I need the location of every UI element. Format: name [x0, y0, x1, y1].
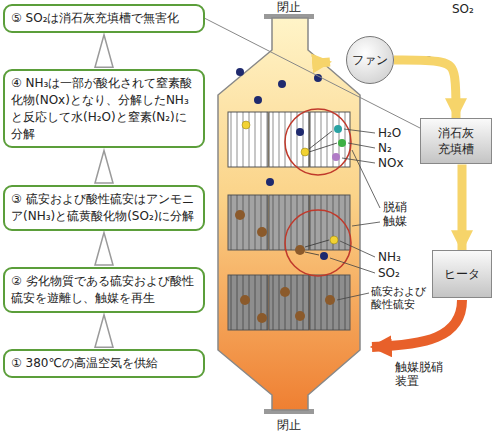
leader-line: [330, 258, 375, 273]
label-text: 硫安および酸性硫安: [371, 285, 429, 311]
label-text: SO₂: [452, 2, 474, 16]
particle: [236, 68, 244, 76]
node-text: ④ NH₃は一部が酸化されて窒素酸化物(NOx)となり、分解したNH₃と反応して…: [11, 75, 197, 142]
heater-box: ヒータ: [432, 250, 492, 298]
particle: [235, 210, 245, 220]
node-text: ファン: [352, 52, 388, 69]
node-text: ヒータ: [444, 266, 480, 282]
lime-tank-box: 消石灰充填槽: [420, 118, 492, 164]
particle: [330, 236, 338, 244]
particle: [266, 178, 274, 186]
particle: [240, 295, 250, 305]
particle: [295, 245, 305, 255]
particle: [334, 125, 342, 133]
leader-line: [337, 293, 369, 300]
label-text: NH₃: [378, 250, 401, 264]
leader-line: [348, 143, 375, 148]
particle: [301, 148, 309, 156]
flow-arrow: [318, 62, 330, 63]
particle: [257, 313, 267, 323]
reactor-vessel: [218, 18, 360, 410]
step-box: ① 380℃の高温空気を供給: [3, 349, 205, 378]
detail-circle: [285, 109, 351, 175]
leader-line: [340, 241, 375, 257]
particle: [338, 139, 346, 147]
particle: [314, 74, 322, 82]
particle: [257, 227, 267, 237]
reactor-vessel: [218, 14, 360, 414]
particle: [242, 121, 250, 129]
particle: [296, 128, 304, 136]
catalyst-layer: [228, 195, 350, 250]
particle: [309, 143, 337, 152]
particle: [235, 68, 346, 323]
node-text: ③ 硫安および酸性硫安はアンモニア(NH₃)と硫黄酸化物(SO₂)に分解: [11, 191, 197, 225]
flow-triangle: [95, 315, 113, 348]
catalyst-layer: [228, 275, 350, 330]
flow-arrow: [394, 60, 456, 118]
particle: [309, 131, 332, 149]
particle: [320, 252, 328, 260]
label-text: H₂O: [378, 126, 401, 140]
label-text: 脱硝触媒: [383, 200, 409, 229]
leader-line: [330, 129, 380, 300]
flow-triangle: [95, 35, 113, 67]
leader-line: [205, 18, 420, 128]
particle: [280, 287, 290, 297]
step-box: ④ NH₃は一部が酸化されて窒素酸化物(NOx)となり、分解したNH₃と反応して…: [3, 69, 205, 148]
particle: [254, 96, 262, 104]
flow-triangle: [95, 150, 113, 183]
detail-circle: [285, 109, 351, 276]
catalyst-layer: [228, 112, 350, 330]
particle: [305, 240, 329, 247]
flow-arrow: [458, 164, 467, 250]
particle: [325, 295, 335, 305]
particle: [278, 80, 286, 88]
fan-circle: ファン: [346, 36, 394, 84]
step-box: ③ 硫安および酸性硫安はアンモニア(NH₃)と硫黄酸化物(SO₂)に分解: [3, 185, 205, 231]
detail-circle: [285, 210, 351, 276]
label-text: 閉止: [277, 418, 301, 432]
node-text: ⑤ SO₂は消石灰充填槽で無害化: [11, 10, 197, 27]
particle: [295, 311, 305, 321]
step-box: ⑤ SO₂は消石灰充填槽で無害化: [3, 4, 205, 33]
leader-line: [342, 158, 375, 163]
step-box: ② 劣化物質である硫安および酸性硫安を遊離し、触媒を再生: [3, 267, 205, 313]
label-text: 触媒脱硝装置: [395, 360, 447, 389]
leader-line: [352, 222, 380, 226]
particle: [305, 252, 319, 255]
node-text: ② 劣化物質である硫安および酸性硫安を遊離し、触媒を再生: [11, 273, 197, 307]
label-text: 閉止: [277, 0, 301, 14]
leader-line: [344, 129, 375, 133]
node-text: 消石灰充填槽: [437, 125, 474, 157]
flow-arrow: [318, 56, 462, 347]
label-text: N₂: [378, 141, 392, 155]
label-text: SO₂: [378, 266, 400, 280]
label-text: NOx: [378, 156, 404, 170]
leader-line: [352, 150, 380, 208]
flow-triangle: [95, 233, 113, 266]
node-text: ① 380℃の高温空気を供給: [11, 355, 197, 372]
particle: [332, 153, 340, 161]
